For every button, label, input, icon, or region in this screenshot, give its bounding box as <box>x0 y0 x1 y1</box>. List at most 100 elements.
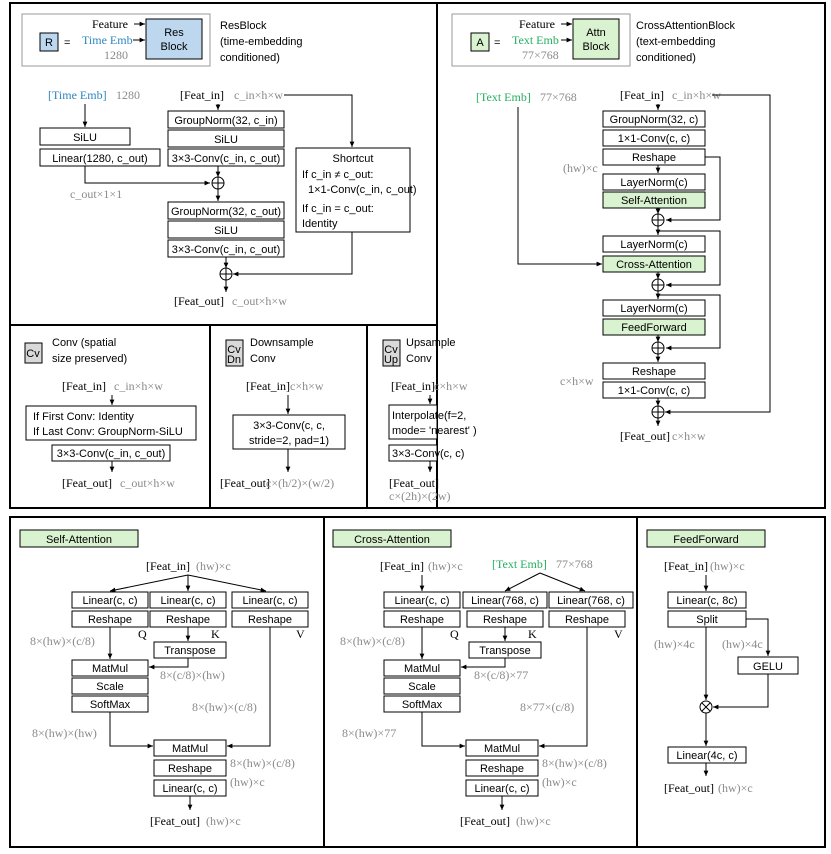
selfattn-linear-q <box>71 591 149 609</box>
up-interp-1: Interpolate(f=2, <box>392 410 466 422</box>
resblock-shortcut-l2: 1×1-Conv(c_in, c_out) <box>308 184 417 196</box>
conv-feat-out-shape: c_out×h×w <box>120 476 175 490</box>
xattn-scale <box>383 677 461 695</box>
ff-hw4c-left: (hw)×4c <box>654 637 695 651</box>
ff-panel <box>636 516 826 848</box>
crossattn-ln2 <box>602 235 706 253</box>
crossattn-diagram: A = Feature Text Emb 77×768 Attn Block C… <box>451 13 771 443</box>
down-title-1: Downsample <box>250 337 314 349</box>
selfattn-k-shape: 8×(c/8)×(hw) <box>160 668 225 682</box>
crossattn-feat-out: [Feat_out] <box>620 429 670 443</box>
selfattn-linear-out-label: Linear(c, c) <box>162 783 217 795</box>
crossattn-cross-attn <box>602 255 706 273</box>
down-sub: Dn <box>227 354 241 366</box>
crossattn-ff <box>602 318 706 336</box>
ff-linear1 <box>667 591 747 609</box>
selfattn-transpose <box>153 641 227 659</box>
selfattn-scale <box>71 677 149 695</box>
xattn-scale-label: Scale <box>408 681 436 693</box>
crossattn-feat-in: [Feat_in] <box>620 88 664 102</box>
conv-title-1: Conv (spatial <box>52 337 116 349</box>
selfattn-feat-out: [Feat_out] <box>150 814 200 828</box>
xattn-v-shape: 8×77×(c/8) <box>520 700 574 714</box>
xattn-softmax-label: SoftMax <box>402 699 443 711</box>
resblock-shortcut <box>295 147 411 233</box>
crossattn-equals: = <box>494 37 500 49</box>
selfattn-out-shape: 8×(hw)×(c/8) <box>230 756 295 770</box>
down-conv-1: 3×3-Conv(c, c, <box>253 420 325 432</box>
selfattn-feat-out-shape: (hw)×c <box>206 814 241 828</box>
up-diagram: Cv Up Upsample Conv [Feat_in] c×h×w Inte… <box>382 337 477 503</box>
xattn-q-shape: 8×(hw)×(c/8) <box>340 634 405 648</box>
crossattn-reshape2-label: Reshape <box>632 366 676 378</box>
resblock-title-1: ResBlock <box>220 20 267 32</box>
ff-linear2 <box>667 746 747 764</box>
ff-title-box <box>646 529 766 548</box>
conv-title-2: size preserved) <box>52 353 127 365</box>
resblock-silu-time <box>39 127 131 146</box>
resblock-feat-in-shape: c_in×h×w <box>234 88 283 102</box>
ff-feat-out: [Feat_out] <box>664 781 714 795</box>
resblock-silu2-label: SiLU <box>214 225 238 237</box>
crossattn-conv-out-label: 1×1-Conv(c, c) <box>618 385 690 397</box>
xattn-linear-k-label: Linear(768, c) <box>471 595 539 607</box>
crossattn-legend-dim: 77×768 <box>522 48 559 62</box>
crossattn-ln1 <box>602 173 706 191</box>
xattn-k: K <box>528 627 537 641</box>
xattn-attn-shape: 8×(hw)×77 <box>342 726 396 740</box>
crossattn-gn <box>602 110 706 128</box>
selfattn-reshape-k-label: Reshape <box>166 614 210 626</box>
selfattn-matmul2-label: MatMul <box>172 743 208 755</box>
crossattn-reshape2 <box>602 362 706 380</box>
ff-diagram: FeedForward [Feat_in] (hw)×c Linear(c, 8… <box>646 529 799 795</box>
crossattn-self-attn-label: Self-Attention <box>621 195 687 207</box>
resblock-legend-dim: 1280 <box>104 48 128 62</box>
selfattn-diagram: Self-Attention [Feat_in] (hw)×c Linear(c… <box>19 529 309 828</box>
up-title-1: Upsample <box>406 337 456 349</box>
resblock-diagram: R = Feature Time Emb 1280 Res Block ResB… <box>21 13 417 308</box>
selfattn-linear-v <box>231 591 309 609</box>
xattn-linear-v <box>548 591 634 609</box>
xattn-linear-out-label: Linear(c, c) <box>474 783 529 795</box>
xattn-linear-q <box>383 591 461 609</box>
up-title-2: Conv <box>406 353 432 365</box>
xattn-k-shape: 8×(c/8)×77 <box>474 668 528 682</box>
resblock-key: R <box>45 37 53 49</box>
crossattn-legend-feature: Feature <box>519 17 555 31</box>
ff-feat-out-shape: (hw)×c <box>718 781 753 795</box>
up-feat-out-shape: c×(2h)×(2w) <box>389 489 451 503</box>
crossattn-legend-block-2: Block <box>583 41 610 53</box>
resblock-linear-time-label: Linear(1280, c_out) <box>52 153 147 165</box>
crossattn-chw: c×h×w <box>560 374 594 388</box>
ff-feat-in-shape: (hw)×c <box>710 559 745 573</box>
xattn-matmul1-label: MatMul <box>404 663 440 675</box>
selfattn-hwc: (hw)×c <box>230 775 265 789</box>
resblock-conv1 <box>167 148 285 167</box>
selfattn-title: Self-Attention <box>46 534 112 546</box>
up-feat-in-shape: c×h×w <box>434 379 468 393</box>
conv-conv-label: 3×3-Conv(c_in, c_out) <box>57 448 166 460</box>
crossattn-gn-label: GroupNorm(32, c) <box>610 114 699 126</box>
ff-linear1-label: Linear(c, 8c) <box>676 595 737 607</box>
xattn-hwc: (hw)×c <box>542 775 577 789</box>
ff-hw4c-right: (hw)×4c <box>722 637 763 651</box>
selfattn-transpose-label: Transpose <box>164 645 216 657</box>
down-feat-out: [Feat_out] <box>220 476 270 490</box>
resblock-shortcut-l4: Identity <box>302 218 338 230</box>
crossattn-feat-out-shape: c×h×w <box>672 429 706 443</box>
selfattn-v: V <box>296 627 305 641</box>
up-feat-in: [Feat_in] <box>391 379 435 393</box>
conv-key: Cv <box>26 348 40 360</box>
conv-feat-in-shape: c_in×h×w <box>114 379 163 393</box>
resblock-feat-in: [Feat_in] <box>180 88 224 102</box>
crossattn-title-2: (text-embedding <box>636 36 716 48</box>
resblock-shortcut-l3: If c_in = c_out: <box>302 203 374 215</box>
selfattn-reshape-out <box>153 759 227 777</box>
selfattn-q-shape: 8×(hw)×(c/8) <box>30 634 95 648</box>
ff-split-label: Split <box>696 614 717 626</box>
up-conv <box>388 444 438 462</box>
resblock-linear-time <box>39 148 161 167</box>
up-interp <box>388 404 438 440</box>
selfattn-v-shape: 8×(hw)×(c/8) <box>192 700 257 714</box>
